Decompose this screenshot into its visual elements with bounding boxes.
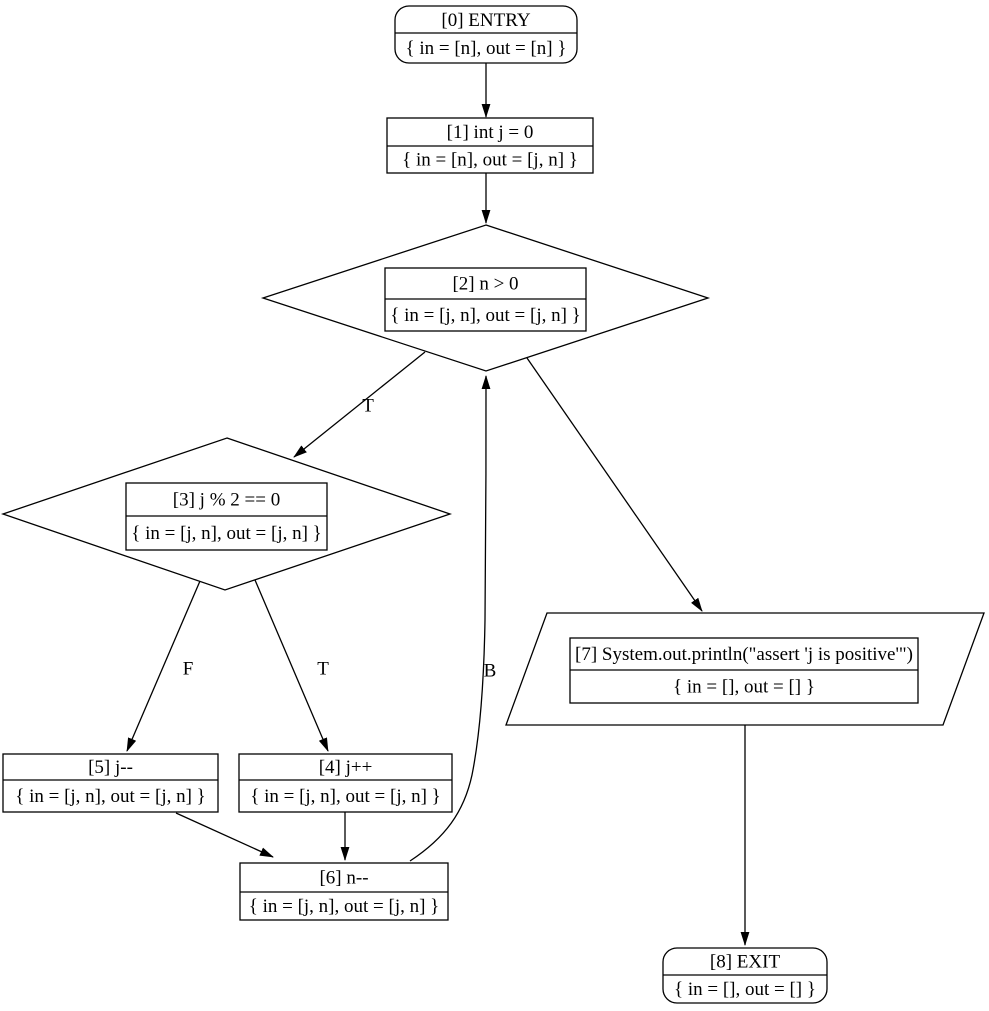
node-6-n-decrement: [6] n-- { in = [j, n], out = [j, n] } — [239, 862, 449, 921]
node-8-inout: { in = [], out = [] } — [674, 979, 816, 1000]
node-1-title: [1] int j = 0 — [447, 122, 534, 143]
edge-2-to-3-true — [293, 351, 426, 458]
edge-2-to-7 — [526, 357, 703, 612]
node-7-println: [7] System.out.println("assert 'j is pos… — [505, 612, 985, 726]
node-2-title: [2] n > 0 — [452, 274, 518, 295]
edge-6-to-2-back — [409, 375, 491, 862]
edge-3-to-5-false — [126, 580, 201, 752]
node-7-inout: { in = [], out = [] } — [673, 677, 815, 698]
node-0-entry: [0] ENTRY { in = [n], out = [n] } — [394, 5, 578, 64]
node-5-inout: { in = [j, n], out = [j, n] } — [15, 786, 206, 807]
edge-label-true-2-3: T — [362, 396, 374, 417]
edge-5-to-6 — [175, 812, 274, 858]
node-3-cond-mod: [3] j % 2 == 0 { in = [j, n], out = [j, … — [0, 437, 453, 591]
node-2-cond-n: [2] n > 0 { in = [j, n], out = [j, n] } — [260, 224, 711, 372]
edge-label-true-3-4: T — [317, 659, 329, 680]
node-8-title: [8] EXIT — [710, 952, 781, 973]
node-2-inout: { in = [j, n], out = [j, n] } — [390, 305, 581, 326]
node-4-j-increment: [4] j++ { in = [j, n], out = [j, n] } — [238, 753, 453, 813]
node-3-inout: { in = [j, n], out = [j, n] } — [131, 523, 322, 544]
node-1-int-j: [1] int j = 0 { in = [n], out = [j, n] } — [386, 117, 594, 174]
node-4-shape — [238, 753, 453, 813]
node-7-title: [7] System.out.println("assert 'j is pos… — [575, 644, 913, 665]
node-0-title: [0] ENTRY — [441, 10, 530, 31]
node-5-j-decrement: [5] j-- { in = [j, n], out = [j, n] } — [2, 753, 219, 813]
node-1-inout: { in = [n], out = [j, n] } — [402, 150, 578, 171]
node-0-inout: { in = [n], out = [n] } — [405, 38, 566, 59]
edge-3-to-4-true — [254, 579, 329, 752]
edge-label-false-3-5: F — [183, 659, 194, 680]
node-6-inout: { in = [j, n], out = [j, n] } — [249, 896, 440, 917]
node-3-title: [3] j % 2 == 0 — [173, 490, 280, 511]
edge-label-back-6-2: B — [484, 661, 497, 682]
node-4-inout: { in = [j, n], out = [j, n] } — [250, 786, 441, 807]
node-4-title: [4] j++ — [319, 757, 373, 778]
node-5-shape — [2, 753, 219, 813]
edges: T F T B — [126, 63, 750, 946]
node-0-shape — [394, 5, 578, 64]
node-8-exit: [8] EXIT { in = [], out = [] } — [662, 947, 828, 1004]
node-5-title: [5] j-- — [88, 757, 133, 778]
node-6-title: [6] n-- — [319, 868, 368, 889]
